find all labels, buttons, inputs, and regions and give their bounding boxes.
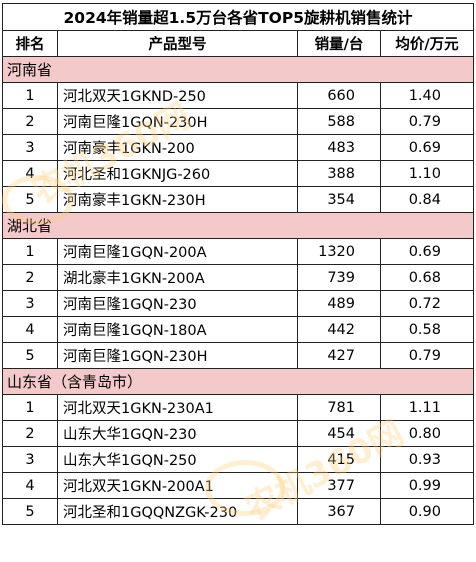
sales-cell: 781 — [297, 394, 381, 421]
rank-cell: 5 — [2, 498, 58, 525]
rank-cell: 2 — [2, 264, 58, 291]
model-cell: 河南巨隆1GQN-200A — [57, 238, 298, 265]
rank-cell: 4 — [2, 316, 58, 343]
price-cell: 0.58 — [380, 316, 474, 343]
sales-cell: 489 — [297, 290, 381, 317]
sales-cell: 454 — [297, 420, 381, 447]
price-cell: 0.69 — [380, 238, 474, 265]
model-cell: 河北双天1GKN-200A1 — [57, 472, 298, 499]
sales-cell: 660 — [297, 82, 381, 109]
rank-cell: 1 — [2, 82, 58, 109]
rank-cell: 3 — [2, 290, 58, 317]
model-cell: 河北圣和1GKNJG-260 — [57, 160, 298, 187]
sales-cell: 377 — [297, 472, 381, 499]
sales-table: 2024年销量超1.5万台各省TOP5旋耕机销售统计 排名 产品型号 销量/台 … — [2, 3, 474, 525]
section-label: 湖北省 — [2, 212, 474, 239]
rank-cell: 1 — [2, 394, 58, 421]
price-cell: 1.40 — [380, 82, 474, 109]
header-model: 产品型号 — [57, 30, 298, 57]
rank-cell: 3 — [2, 134, 58, 161]
model-cell: 河北双天1GKN-230A1 — [57, 394, 298, 421]
sales-cell: 739 — [297, 264, 381, 291]
price-cell: 1.11 — [380, 394, 474, 421]
price-cell: 0.79 — [380, 108, 474, 135]
rank-cell: 4 — [2, 160, 58, 187]
model-cell: 山东大华1GQN-250 — [57, 446, 298, 473]
model-cell: 河南巨隆1GQN-230 — [57, 290, 298, 317]
table-title: 2024年销量超1.5万台各省TOP5旋耕机销售统计 — [2, 3, 474, 31]
price-cell: 0.79 — [380, 342, 474, 369]
sales-cell: 354 — [297, 186, 381, 213]
price-cell: 0.93 — [380, 446, 474, 473]
sales-cell: 415 — [297, 446, 381, 473]
rank-cell: 3 — [2, 446, 58, 473]
price-cell: 0.84 — [380, 186, 474, 213]
rank-cell: 4 — [2, 472, 58, 499]
rank-cell: 1 — [2, 238, 58, 265]
header-price: 均价/万元 — [380, 30, 474, 57]
sales-cell: 1320 — [297, 238, 381, 265]
price-cell: 0.68 — [380, 264, 474, 291]
price-cell: 0.80 — [380, 420, 474, 447]
price-cell: 1.10 — [380, 160, 474, 187]
table-title-row: 2024年销量超1.5万台各省TOP5旋耕机销售统计 — [2, 3, 474, 31]
model-cell: 河南巨隆1GQN-180A — [57, 316, 298, 343]
sales-cell: 588 — [297, 108, 381, 135]
header-row: 排名 产品型号 销量/台 均价/万元 — [2, 30, 474, 57]
model-cell: 河南巨隆1GQN-230H — [57, 108, 298, 135]
rank-cell: 5 — [2, 186, 58, 213]
model-cell: 河北双天1GKND-250 — [57, 82, 298, 109]
sales-cell: 442 — [297, 316, 381, 343]
section-row: 山东省（含青岛市） — [2, 368, 474, 395]
header-sales: 销量/台 — [297, 30, 381, 57]
header-rank: 排名 — [2, 30, 58, 57]
rank-cell: 5 — [2, 342, 58, 369]
rank-cell: 2 — [2, 420, 58, 447]
sales-cell: 388 — [297, 160, 381, 187]
section-label: 山东省（含青岛市） — [2, 368, 474, 395]
model-cell: 湖北豪丰1GKN-200A — [57, 264, 298, 291]
model-cell: 河南巨隆1GQN-230H — [57, 342, 298, 369]
price-cell: 0.99 — [380, 472, 474, 499]
model-cell: 山东大华1GQN-230 — [57, 420, 298, 447]
price-cell: 0.69 — [380, 134, 474, 161]
section-row: 湖北省 — [2, 212, 474, 239]
model-cell: 河北圣和1GQQNZGK-230 — [57, 498, 298, 525]
sales-cell: 483 — [297, 134, 381, 161]
sales-cell: 427 — [297, 342, 381, 369]
model-cell: 河南豪丰1GKN-200 — [57, 134, 298, 161]
section-label: 河南省 — [2, 56, 474, 83]
price-cell: 0.90 — [380, 498, 474, 525]
section-row: 河南省 — [2, 56, 474, 83]
sales-cell: 367 — [297, 498, 381, 525]
price-cell: 0.72 — [380, 290, 474, 317]
model-cell: 河南豪丰1GKN-230H — [57, 186, 298, 213]
rank-cell: 2 — [2, 108, 58, 135]
